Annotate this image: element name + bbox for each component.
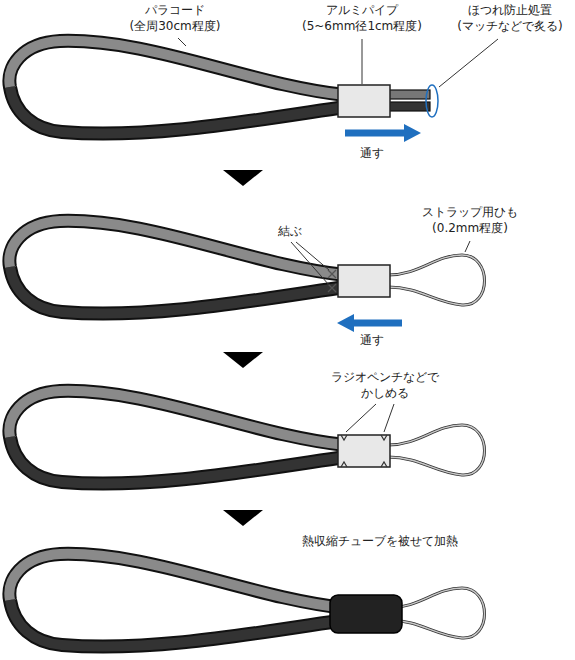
fray-mark bbox=[426, 85, 438, 117]
aluminium-pipe bbox=[338, 265, 390, 297]
leader-line bbox=[346, 404, 376, 432]
step-label: 結ぶ bbox=[276, 224, 304, 240]
panel-3 bbox=[9, 391, 484, 484]
push-arrow bbox=[345, 130, 406, 137]
strap-string bbox=[388, 255, 485, 305]
leader-line bbox=[439, 39, 498, 87]
leader-line bbox=[291, 242, 329, 285]
paracord-loop bbox=[9, 554, 345, 647]
panel-1 bbox=[9, 41, 438, 142]
panel-2 bbox=[9, 221, 484, 332]
note-label: ほつれ防止処置 (マッチなどで炙る) bbox=[455, 3, 564, 34]
step-label: 通す bbox=[358, 146, 386, 162]
strap-string bbox=[388, 425, 485, 475]
part-label: アルミパイプ (5~6mm径1cm程度) bbox=[300, 3, 424, 34]
part-label: パラコード (全周30cm程度) bbox=[128, 3, 223, 34]
note-label: 熱収縮チューブを被せて加熱 bbox=[300, 534, 460, 550]
step-arrow bbox=[223, 170, 263, 186]
note-label: ラジオペンチなどで かしめる bbox=[329, 370, 441, 401]
paracord-loop bbox=[9, 221, 345, 314]
crimp-mark bbox=[341, 435, 387, 467]
knot bbox=[328, 270, 336, 292]
leader-line bbox=[384, 404, 394, 432]
leader-line bbox=[178, 38, 186, 46]
leader-line bbox=[465, 241, 470, 252]
heat-shrink-tube bbox=[330, 595, 402, 633]
aluminium-pipe bbox=[338, 85, 390, 117]
cord-end bbox=[388, 90, 430, 99]
aluminium-pipe bbox=[338, 435, 390, 467]
step-label: 通す bbox=[358, 333, 386, 349]
cord-end bbox=[388, 102, 430, 111]
step-arrow bbox=[223, 352, 263, 368]
pull-arrow bbox=[352, 320, 402, 327]
pull-arrow-head bbox=[337, 314, 354, 332]
leader-line bbox=[362, 39, 363, 84]
step-arrow bbox=[223, 510, 263, 526]
paracord-loop bbox=[9, 41, 345, 134]
part-label: ストラップ用ひも (0.2mm程度) bbox=[420, 205, 520, 236]
push-arrow-head bbox=[404, 124, 421, 142]
panel-4 bbox=[9, 554, 484, 647]
paracord-loop bbox=[9, 391, 345, 484]
